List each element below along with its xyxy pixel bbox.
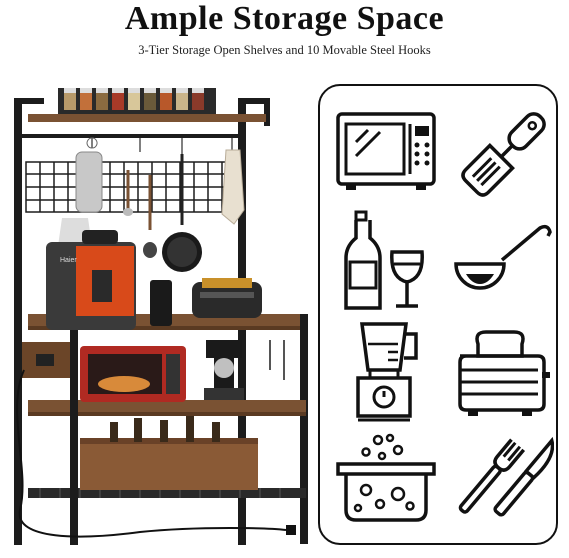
wine-bottle-glass-icon bbox=[342, 210, 432, 314]
wire-grid bbox=[25, 161, 239, 213]
spice-jars bbox=[64, 88, 204, 110]
blender-icon bbox=[352, 320, 424, 424]
wooden-crate bbox=[80, 438, 258, 490]
cooking-pot-icon bbox=[336, 432, 436, 528]
usage-icons-panel bbox=[318, 84, 558, 545]
microwave-icon bbox=[336, 112, 436, 194]
fork-knife-icon bbox=[458, 430, 554, 528]
spatula-icon bbox=[454, 104, 554, 204]
brand-label: Haier bbox=[60, 257, 77, 264]
bakers-rack-image: Haier bbox=[0, 70, 315, 553]
page-subtitle: 3-Tier Storage Open Shelves and 10 Movab… bbox=[138, 43, 431, 57]
page-title: Ample Storage Space bbox=[124, 0, 445, 37]
toaster-icon bbox=[454, 330, 552, 420]
ladle-icon bbox=[452, 220, 556, 306]
